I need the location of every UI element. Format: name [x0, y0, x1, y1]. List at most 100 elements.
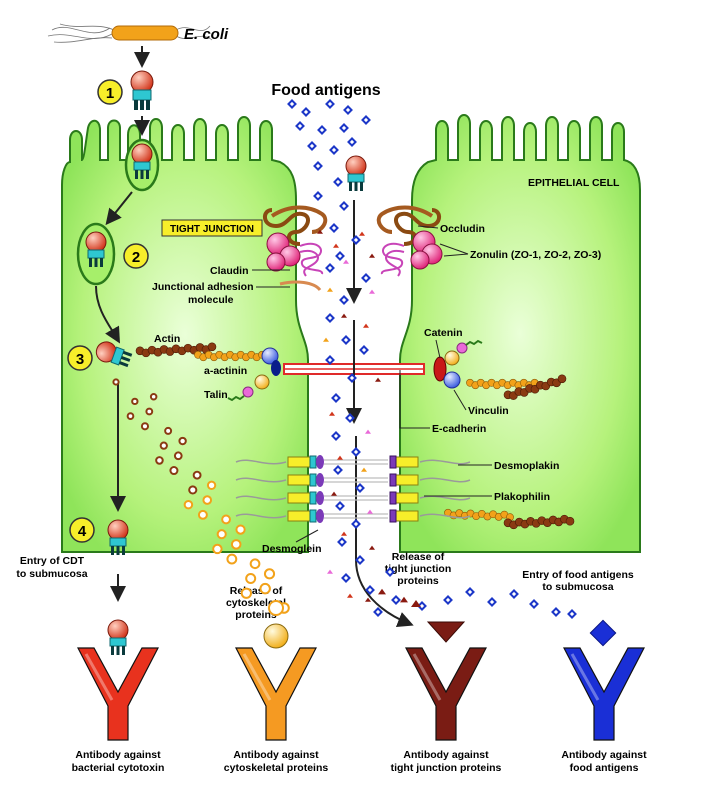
tj-fragment: [363, 323, 369, 328]
antibody-highlight: [84, 653, 114, 701]
food-antigen: [301, 107, 311, 117]
antibody-row: [77, 647, 645, 741]
svg-text:1: 1: [106, 85, 114, 102]
desmoplakin-strand: [235, 513, 287, 519]
food-antigen-bound: [589, 619, 617, 647]
tj-fragment: [411, 600, 421, 607]
cyto-fragment: [245, 572, 257, 584]
antibody-highlight: [242, 653, 272, 701]
desmosome-complex: [235, 455, 471, 523]
talin-label: Talin: [204, 389, 228, 401]
desmoplakin-strand: [235, 459, 287, 465]
food-antigen: [529, 599, 539, 609]
food-antigen: [355, 483, 365, 493]
occludin-label: Occludin: [440, 223, 485, 235]
tj-fragment: [369, 289, 375, 294]
food-antigen: [337, 537, 347, 547]
cyto-release-label-3: proteins: [235, 609, 277, 621]
food-entry-label-1: Entry of food antigens: [522, 569, 634, 581]
antibody-y-shape: [77, 647, 159, 741]
antibody-highlight: [412, 653, 442, 701]
food-antigen: [317, 125, 327, 135]
antibody-y-shape: [563, 647, 645, 741]
cyto-fragment: [240, 587, 252, 599]
desmoplakin-strand: [419, 495, 471, 501]
food-entry-label-2: to submucosa: [542, 581, 613, 593]
food-antigen: [391, 595, 401, 605]
cyto-fragment: [197, 509, 208, 520]
plaque-left: [287, 492, 311, 504]
plaque-right: [395, 492, 419, 504]
toxin-step-3: [95, 341, 133, 368]
plakophilin-left: [309, 455, 317, 469]
tj-fragment: [369, 253, 375, 258]
cyto-fragment: [145, 407, 154, 416]
desmoglein-cap: [316, 455, 324, 469]
catenin-label: Catenin: [424, 327, 463, 339]
food-antigen: [373, 607, 383, 617]
cyto-fragment: [140, 422, 150, 431]
step-badge-2: 2: [123, 243, 149, 269]
desmoplakin-strand: [419, 477, 471, 483]
a-actinin-label: a-actinin: [204, 365, 247, 377]
antibody-label-1: Antibody against bacterial cytotoxin: [72, 749, 165, 774]
cyto-fragment: [149, 393, 158, 401]
desmoplakin-strand: [235, 495, 287, 501]
cyto-fragment: [155, 456, 164, 465]
cyto-fragment: [221, 514, 231, 525]
cyto-fragment: [268, 600, 284, 616]
food-antigen: [509, 589, 519, 599]
cyto-fragment: [206, 480, 217, 490]
cyto-fragment: [192, 470, 202, 480]
antibody-label-4: Antibody against food antigens: [561, 749, 647, 774]
plaque-left: [287, 474, 311, 486]
food-antigen: [313, 161, 323, 171]
food-antigen: [325, 313, 335, 323]
plakophilin-left: [309, 491, 317, 505]
plakophilin-right: [389, 509, 397, 523]
food-antigen: [359, 345, 369, 355]
cyto-fragment: [178, 436, 187, 446]
cyto-fragment: [249, 558, 261, 570]
food-antigen: [325, 355, 335, 365]
tj-fragment: [365, 429, 371, 434]
plakophilin-right: [389, 491, 397, 505]
plakophilin-right: [389, 455, 397, 469]
food-antigen: [347, 373, 357, 383]
claudin-label: Claudin: [210, 265, 249, 277]
cyto-fragment: [263, 568, 276, 580]
tj-fragment: [378, 588, 386, 595]
plakophilin-left: [309, 509, 317, 523]
food-antigen: [333, 177, 343, 187]
food-antigen: [329, 223, 339, 233]
tj-fragment: [341, 313, 347, 318]
food-antigen: [335, 501, 345, 511]
food-antigen: [351, 235, 361, 245]
desmoglein-cap: [316, 491, 324, 505]
food-antigen: [487, 597, 497, 607]
cyto-fragment: [173, 451, 183, 461]
tight-junction-label: TIGHT JUNCTION: [170, 224, 254, 235]
food-antigen: [313, 191, 323, 201]
svg-text:3: 3: [76, 351, 84, 368]
tight-junction-label-box: [161, 219, 263, 237]
cyto-fragment: [230, 539, 242, 550]
e-coli-label: E. coli: [184, 26, 229, 43]
food-antigen: [287, 99, 297, 109]
jam-label-1: Junctional adhesion: [152, 281, 254, 293]
food-antigen: [567, 609, 577, 619]
food-antigen: [331, 393, 341, 403]
desmoglein-cap: [316, 509, 324, 523]
tj-fragment: [329, 411, 335, 416]
actin-bead: [565, 516, 575, 526]
epithelial-cell-label: EPITHELIAL CELL: [528, 177, 620, 189]
tj-fragment: [367, 509, 373, 514]
svg-text:2: 2: [132, 249, 140, 266]
tj-fragment: [323, 337, 329, 342]
toxin-bound-antibody-1: [107, 619, 129, 655]
actin-bead: [207, 342, 217, 352]
tj-fragment: [333, 243, 339, 248]
cyto-fragment: [159, 441, 168, 450]
food-antigen: [339, 123, 349, 133]
